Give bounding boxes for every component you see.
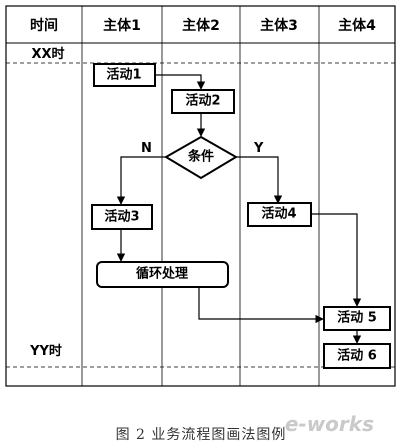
watermark-logo: e-works xyxy=(284,412,374,436)
activity-6-box xyxy=(323,343,391,369)
edge-a4-a5 xyxy=(311,213,362,307)
header-entity-1: 主体1 xyxy=(103,17,141,34)
branch-yes-label: Y xyxy=(253,141,264,156)
activity-3-label: 活动3 xyxy=(104,209,139,225)
activity-4-box xyxy=(247,202,312,227)
header-time: 时间 xyxy=(30,17,58,34)
activity-6-label: 活动 6 xyxy=(337,348,377,364)
swimlane-grid xyxy=(5,5,396,387)
activity-2-label: 活动2 xyxy=(185,93,220,109)
activity-4-label: 活动4 xyxy=(261,206,296,222)
condition-label: 条件 xyxy=(188,149,214,165)
condition-diamond xyxy=(164,135,238,180)
activity-2-box xyxy=(171,89,235,114)
edge-a1-a2 xyxy=(155,74,206,90)
time-start-label: XX时 xyxy=(31,46,64,62)
activity-5-box xyxy=(323,306,391,331)
connectors xyxy=(116,74,362,344)
loop-process-label: 循环处理 xyxy=(136,266,188,282)
activity-1-box xyxy=(93,63,156,87)
edge-cond-a4 xyxy=(236,156,283,204)
figure-caption: 图 2 业务流程图画法图例 xyxy=(115,427,287,443)
loop-process-box xyxy=(96,261,229,288)
activity-1-label: 活动1 xyxy=(106,67,141,83)
header-entity-2: 主体2 xyxy=(182,17,220,34)
edge-cond-a3 xyxy=(116,156,166,205)
activity-3-box xyxy=(91,204,153,230)
branch-no-label: N xyxy=(141,141,152,156)
header-entity-3: 主体3 xyxy=(260,17,298,34)
edge-loop-a5 xyxy=(198,287,324,324)
activity-5-label: 活动 5 xyxy=(337,310,377,326)
time-end-label: YY时 xyxy=(29,343,62,359)
header-entity-4: 主体4 xyxy=(338,17,376,34)
